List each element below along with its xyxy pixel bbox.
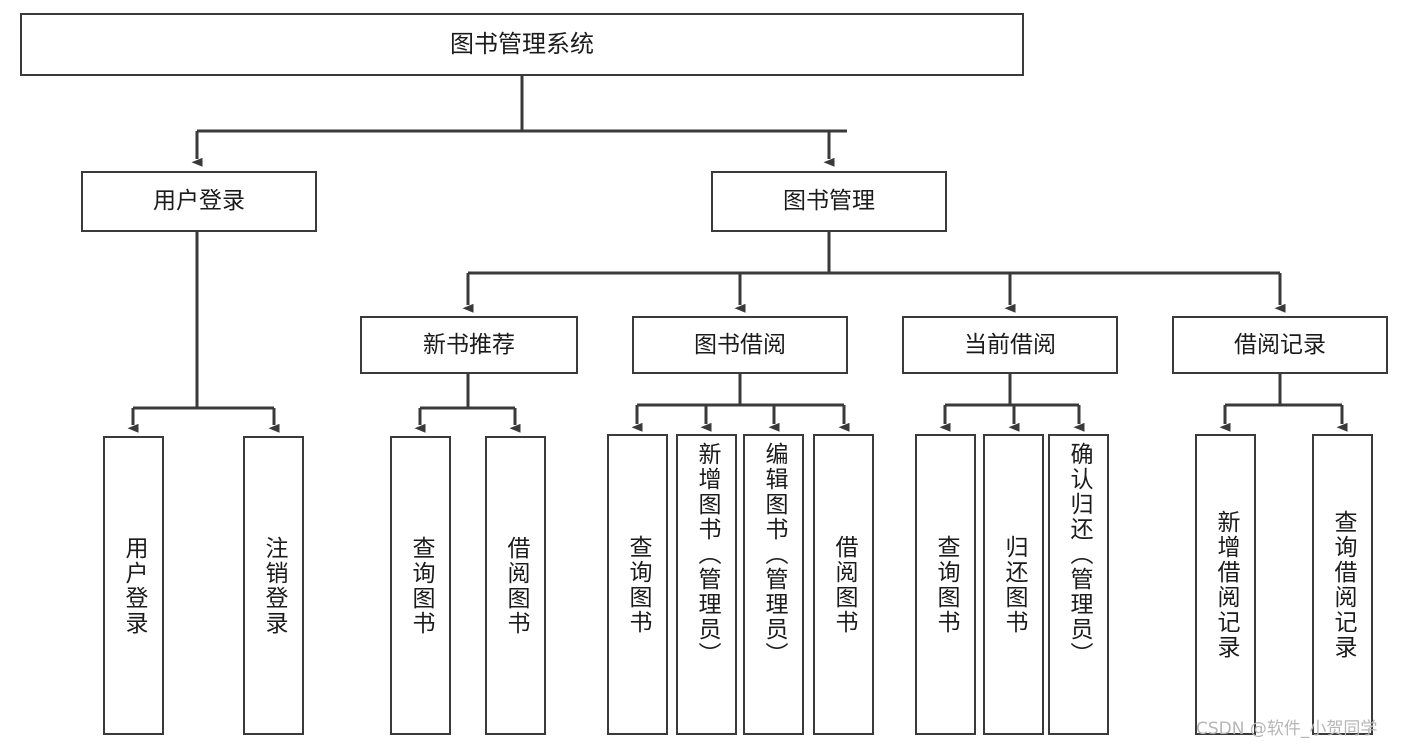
node-leaf-add-borrow-record[interactable]: 新增借阅记录 (1195, 434, 1256, 735)
node-leaf-query-book-borrow[interactable]: 查询图书 (607, 434, 668, 735)
node-leaf-user-login-label: 用户登录 (121, 535, 147, 636)
node-leaf-add-book-admin[interactable]: 新增图书（管理员） (676, 434, 737, 735)
node-new-book-recommend-label: 新书推荐 (423, 331, 515, 358)
node-leaf-user-logout-label: 注销登录 (261, 535, 287, 636)
node-leaf-query-book-current-label: 查询图书 (933, 534, 959, 635)
node-new-book-recommend[interactable]: 新书推荐 (360, 316, 578, 374)
node-leaf-query-borrow-record-label: 查询借阅记录 (1330, 509, 1356, 660)
node-book-borrow-label: 图书借阅 (694, 331, 786, 358)
node-leaf-edit-book-admin[interactable]: 编辑图书（管理员） (743, 434, 804, 735)
node-leaf-confirm-return-admin-label: 确认归还（管理员） (1066, 442, 1092, 667)
node-current-borrow-label: 当前借阅 (964, 331, 1056, 358)
node-leaf-confirm-return-admin[interactable]: 确认归还（管理员） (1048, 434, 1109, 735)
node-leaf-query-book-current[interactable]: 查询图书 (915, 434, 976, 735)
node-current-borrow[interactable]: 当前借阅 (902, 316, 1118, 374)
node-leaf-add-book-admin-label: 新增图书（管理员） (694, 442, 720, 667)
node-user-login-label: 用户登录 (153, 188, 245, 215)
node-root[interactable]: 图书管理系统 (20, 13, 1024, 76)
node-book-manage-label: 图书管理 (783, 188, 875, 215)
node-leaf-return-book[interactable]: 归还图书 (983, 434, 1044, 735)
node-leaf-borrow-book[interactable]: 借阅图书 (813, 434, 874, 735)
node-leaf-borrow-book-rec-label: 借阅图书 (503, 535, 529, 636)
node-leaf-query-book-borrow-label: 查询图书 (625, 534, 651, 635)
node-user-login[interactable]: 用户登录 (81, 171, 317, 232)
node-borrow-record[interactable]: 借阅记录 (1172, 316, 1388, 374)
node-leaf-user-logout[interactable]: 注销登录 (243, 436, 304, 735)
node-leaf-edit-book-admin-label: 编辑图书（管理员） (761, 442, 787, 667)
node-book-manage[interactable]: 图书管理 (711, 171, 947, 232)
node-root-label: 图书管理系统 (450, 29, 594, 58)
node-leaf-query-borrow-record[interactable]: 查询借阅记录 (1312, 434, 1373, 735)
node-leaf-add-borrow-record-label: 新增借阅记录 (1213, 509, 1239, 660)
node-leaf-return-book-label: 归还图书 (1001, 534, 1027, 635)
node-borrow-record-label: 借阅记录 (1234, 331, 1326, 358)
watermark-text: CSDN @软件_小贺同学 (1196, 719, 1378, 739)
node-leaf-query-book-rec[interactable]: 查询图书 (390, 436, 451, 735)
node-leaf-query-book-rec-label: 查询图书 (408, 535, 434, 636)
node-book-borrow[interactable]: 图书借阅 (632, 316, 848, 374)
node-leaf-borrow-book-label: 借阅图书 (831, 534, 857, 635)
node-leaf-user-login[interactable]: 用户登录 (103, 436, 164, 735)
node-leaf-borrow-book-rec[interactable]: 借阅图书 (485, 436, 546, 735)
